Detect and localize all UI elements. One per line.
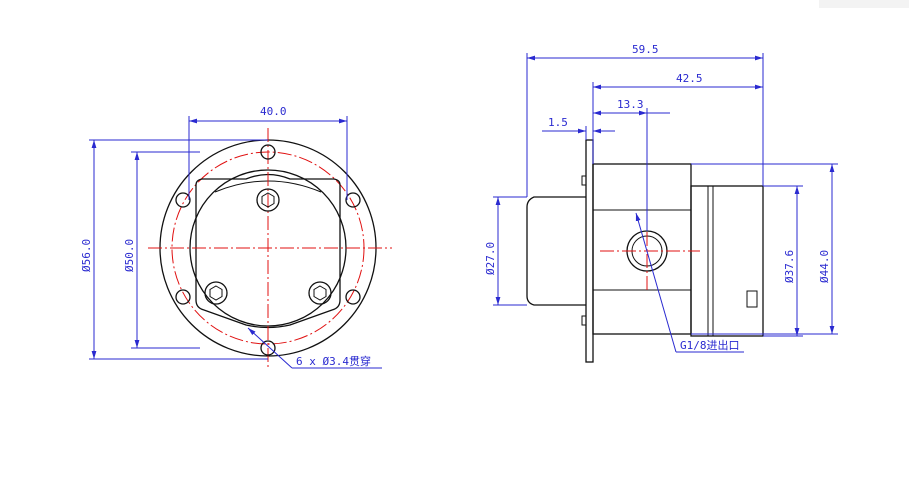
- through-hole: [175, 192, 191, 208]
- side-view: 59.5 42.5 13.3 1.5 Ø27.0 Ø37.6 Ø44.0: [484, 43, 838, 363]
- dim-outer-diameter-side-label: Ø44.0: [818, 250, 831, 283]
- through-hole: [345, 289, 361, 305]
- screw-hex: [313, 285, 327, 301]
- socket-screws: [204, 188, 332, 305]
- window-corner-tab: [819, 0, 909, 8]
- dim-inner-diameter-label: Ø50.0: [123, 239, 136, 272]
- screw-hex: [209, 285, 223, 301]
- holes-note-label: 6 x Ø3.4贯穿: [296, 354, 371, 368]
- dim-shaft-diameter-label: Ø27.0: [484, 242, 497, 275]
- dim-body-diameter-label: Ø37.6: [783, 250, 796, 283]
- front-view: 40.0 Ø56.0 Ø50.0 6 x Ø3.4贯穿: [80, 105, 392, 369]
- body-outline: [195, 173, 341, 329]
- through-holes: [175, 144, 361, 356]
- port-note-label: G1/8进出口: [680, 338, 740, 352]
- pump-body: [592, 163, 692, 335]
- through-hole: [345, 192, 361, 208]
- dim-outer-diameter-label: Ø56.0: [80, 239, 93, 272]
- through-hole: [260, 144, 276, 160]
- screw-head: [204, 281, 228, 305]
- dim-hole-spacing-label: 40.0: [260, 105, 287, 118]
- flange-plate: [585, 139, 594, 363]
- motor-housing: [690, 185, 764, 337]
- screw-hex: [261, 192, 275, 208]
- dim-port-offset-label: 13.3: [617, 98, 644, 111]
- dim-flange-thickness-label: 1.5: [548, 116, 568, 129]
- screw-head: [256, 188, 280, 212]
- dim-body-length-label: 42.5: [676, 72, 703, 85]
- shaft-cap: [526, 196, 586, 306]
- through-hole: [260, 340, 276, 356]
- through-hole: [175, 289, 191, 305]
- holes-leader: [247, 327, 293, 369]
- port-leader: [635, 212, 677, 353]
- dim-total-length-label: 59.5: [632, 43, 659, 56]
- screw-head: [308, 281, 332, 305]
